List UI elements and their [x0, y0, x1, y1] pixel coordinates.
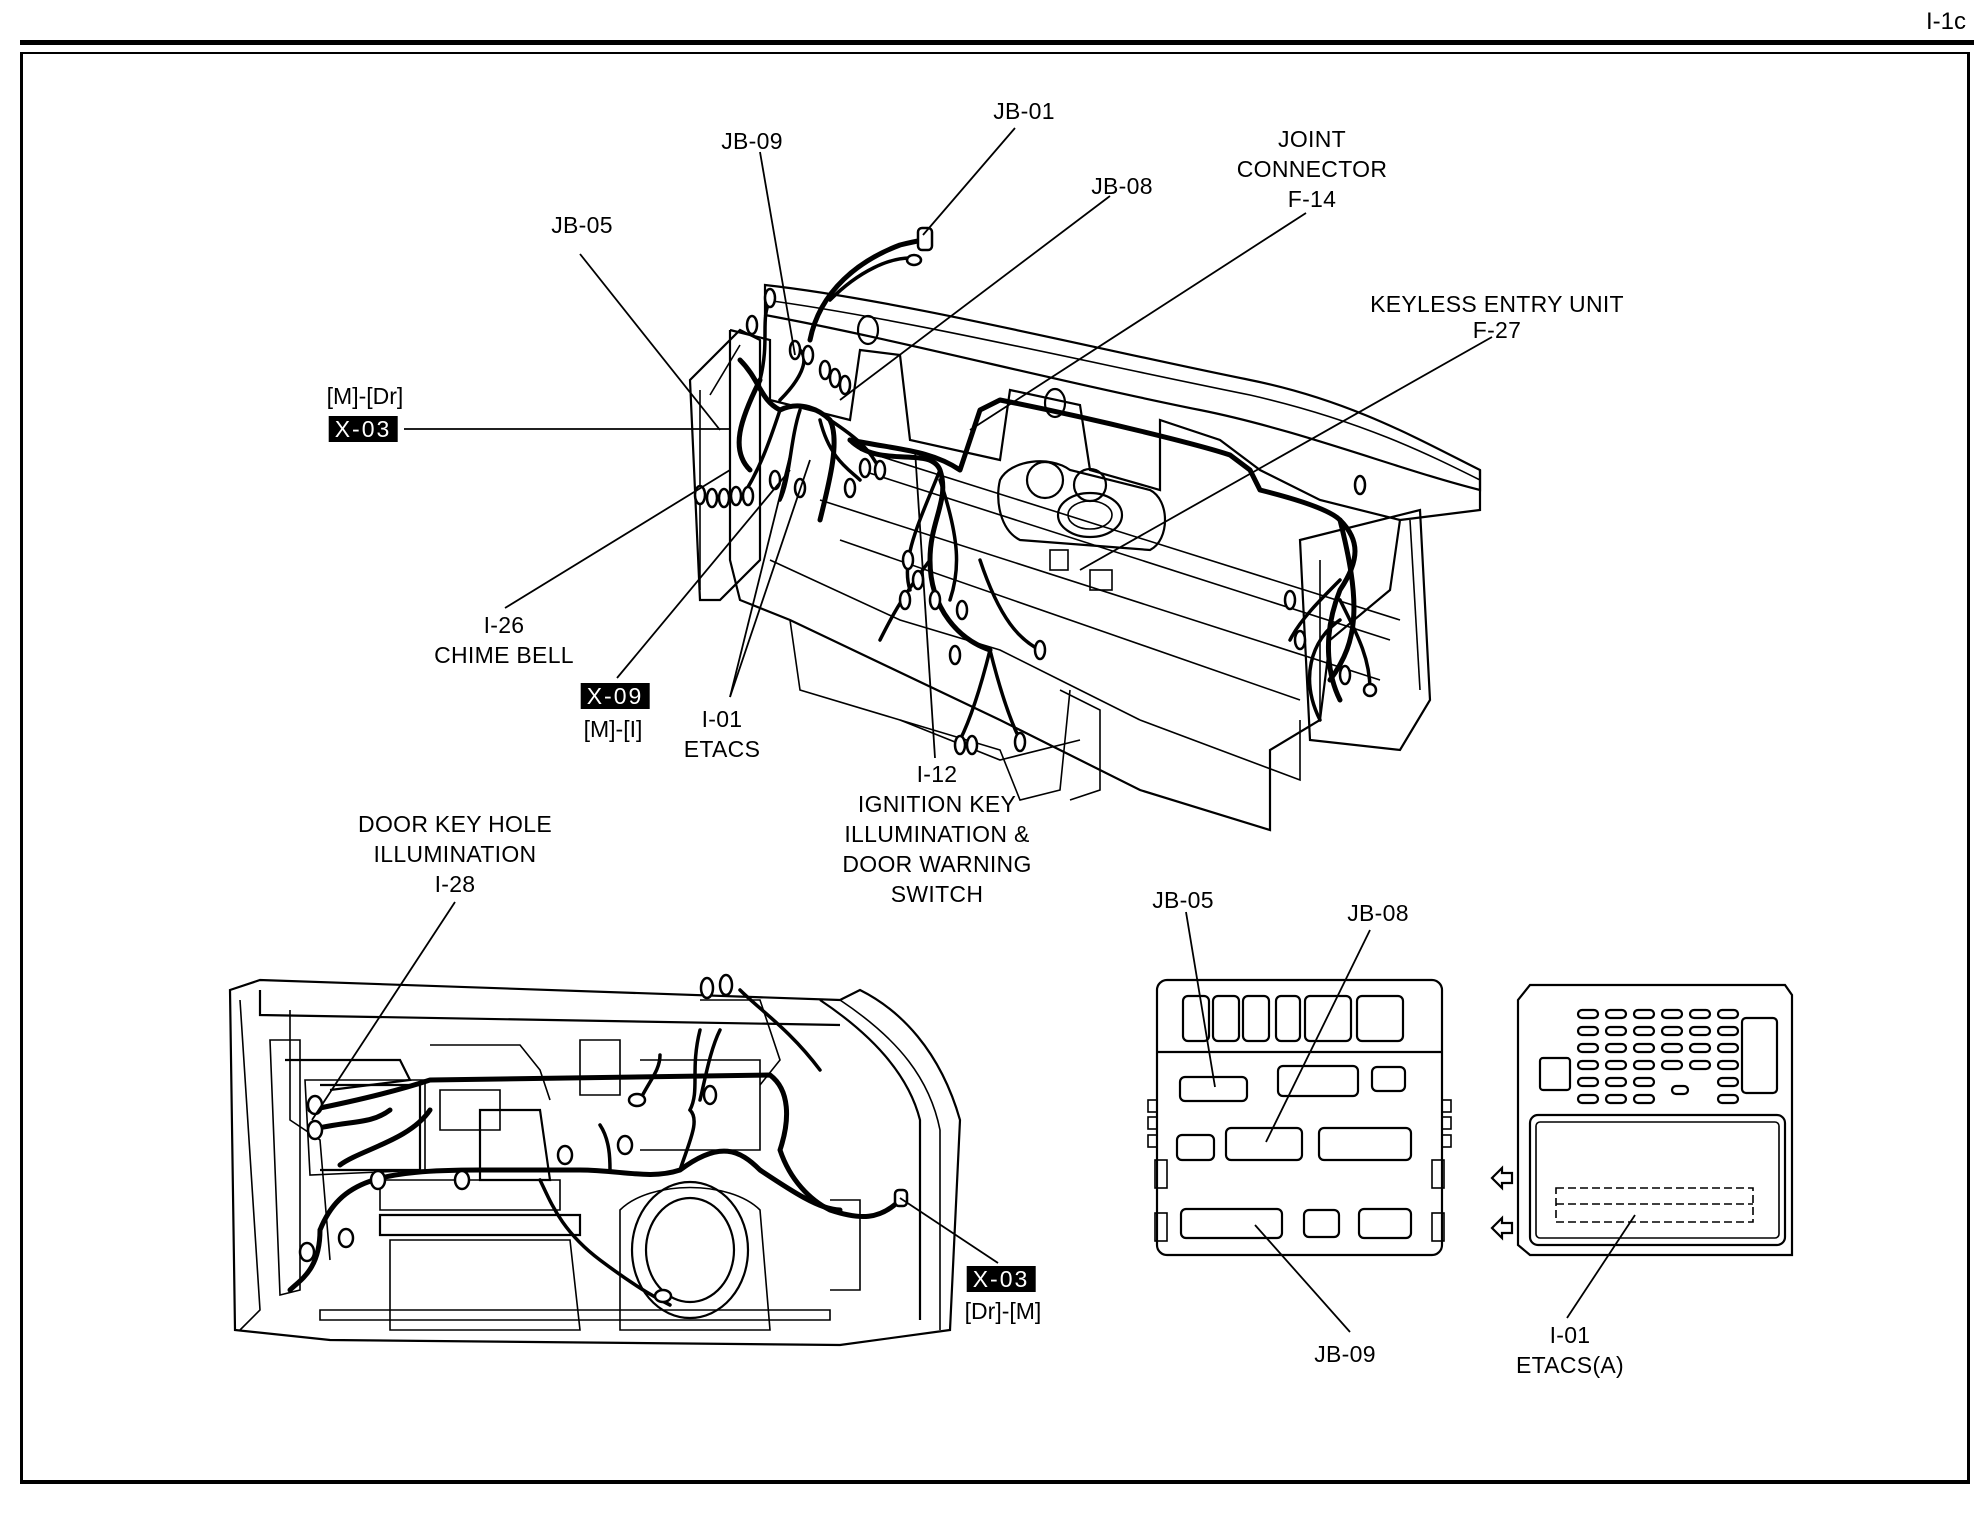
label-x03-top-direction: [M]-[Dr]: [326, 383, 404, 409]
label-jb08: JB-08: [1091, 173, 1153, 199]
relay-slot: [1576, 1008, 1600, 1020]
relay-slot: [1660, 1059, 1684, 1071]
relay-slot: [1688, 1025, 1712, 1037]
relay-slot: [1576, 1042, 1600, 1054]
leader-i26: [504, 469, 731, 609]
relay-slot: [1716, 1042, 1740, 1054]
label-door-key-hole: DOOR KEY HOLE ILLUMINATION I-28: [358, 811, 552, 897]
leader-jb05: [579, 253, 721, 431]
relay-slot: [1688, 1059, 1712, 1071]
label-jb09-box: JB-09: [1314, 1341, 1376, 1367]
relay-slot: [1716, 1059, 1740, 1071]
relay-slot: [1604, 1059, 1628, 1071]
label-etacs-a: I-01 ETACS(A): [1515, 1322, 1625, 1378]
tag-x03-top: X-03: [328, 416, 398, 442]
leader-jb08-box: [1265, 929, 1371, 1143]
relay-slot: [1716, 1008, 1740, 1020]
relay-slot: [1576, 1059, 1600, 1071]
leader-jb09-box: [1254, 1224, 1351, 1333]
relay-slot: [1604, 1076, 1628, 1088]
leader-i01-b: [729, 459, 811, 698]
jb-leaders: [1185, 911, 1636, 1333]
relay-slot: [1604, 1008, 1628, 1020]
etacs-unit: [1490, 983, 1794, 1257]
relay-slot: [1688, 1042, 1712, 1054]
header-rule: [20, 40, 1974, 45]
relay-slot: [1660, 1042, 1684, 1054]
label-keyless-entry-unit: KEYLESS ENTRY UNIT F-27: [1370, 291, 1624, 343]
leader-i12: [914, 449, 936, 759]
relay-slot: [1604, 1042, 1628, 1054]
diagram-frame: [20, 52, 1970, 1484]
label-jb05-box: JB-05: [1152, 887, 1214, 913]
relay-slot: [1716, 1025, 1740, 1037]
leader-jb01: [922, 127, 1016, 236]
relay-slot: [1660, 1008, 1684, 1020]
label-x09-direction: [M]-[I]: [583, 716, 643, 742]
label-etacs: I-01 ETACS: [683, 706, 761, 762]
relay-slot: [1576, 1025, 1600, 1037]
label-jb08-box: JB-08: [1347, 900, 1409, 926]
label-jb05: JB-05: [551, 212, 613, 238]
leader-f14: [969, 212, 1307, 431]
tag-x03-bottom: X-03: [966, 1266, 1036, 1292]
relay-slot: [1688, 1008, 1712, 1020]
relay-slot: [1716, 1076, 1740, 1088]
relay-slot: [1660, 1025, 1684, 1037]
relay-slot: [1716, 1093, 1740, 1105]
page-number: I-1c: [1925, 8, 1966, 35]
leader-i01-a: [729, 454, 791, 698]
dashboard-panel: [688, 283, 1482, 832]
relay-slot: [1632, 1025, 1656, 1037]
leader-i28: [311, 901, 456, 1121]
label-jb01: JB-01: [993, 98, 1055, 124]
relay-slot: [1576, 1076, 1600, 1088]
door-leaders: [311, 901, 999, 1264]
label-ignition-key: I-12 IGNITION KEY ILLUMINATION & DOOR WA…: [842, 761, 1032, 907]
tag-x09: X-09: [580, 683, 650, 709]
relay-slot: [1632, 1008, 1656, 1020]
dashboard-leaders: [404, 127, 1493, 759]
leader-x09: [616, 469, 791, 679]
relay-slot: [1632, 1093, 1656, 1105]
label-joint-connector: JOINT CONNECTOR F-14: [1236, 126, 1388, 212]
relay-slot: [1632, 1076, 1656, 1088]
leader-jb05-box: [1185, 911, 1216, 1088]
etacs-relay-slots: [1576, 1008, 1740, 1105]
leader-x03-bottom: [899, 1197, 999, 1264]
relay-slot: [1632, 1059, 1656, 1071]
label-jb09: JB-09: [721, 128, 783, 154]
junction-box: [1147, 978, 1452, 1257]
relay-slot: [1604, 1093, 1628, 1105]
relay-slot-small: [1670, 1084, 1690, 1096]
label-x03-bottom-direction: [Dr]-[M]: [964, 1298, 1042, 1324]
leader-jb09: [759, 151, 796, 356]
door-harness: [287, 973, 909, 1307]
leader-f27: [1079, 336, 1493, 571]
relay-slot: [1576, 1093, 1600, 1105]
relay-slot: [1632, 1042, 1656, 1054]
label-chime-bell: I-26 CHIME BELL: [434, 612, 574, 668]
leader-etacs-a: [1566, 1214, 1636, 1319]
relay-slot: [1604, 1025, 1628, 1037]
leader-jb08: [839, 195, 1111, 401]
